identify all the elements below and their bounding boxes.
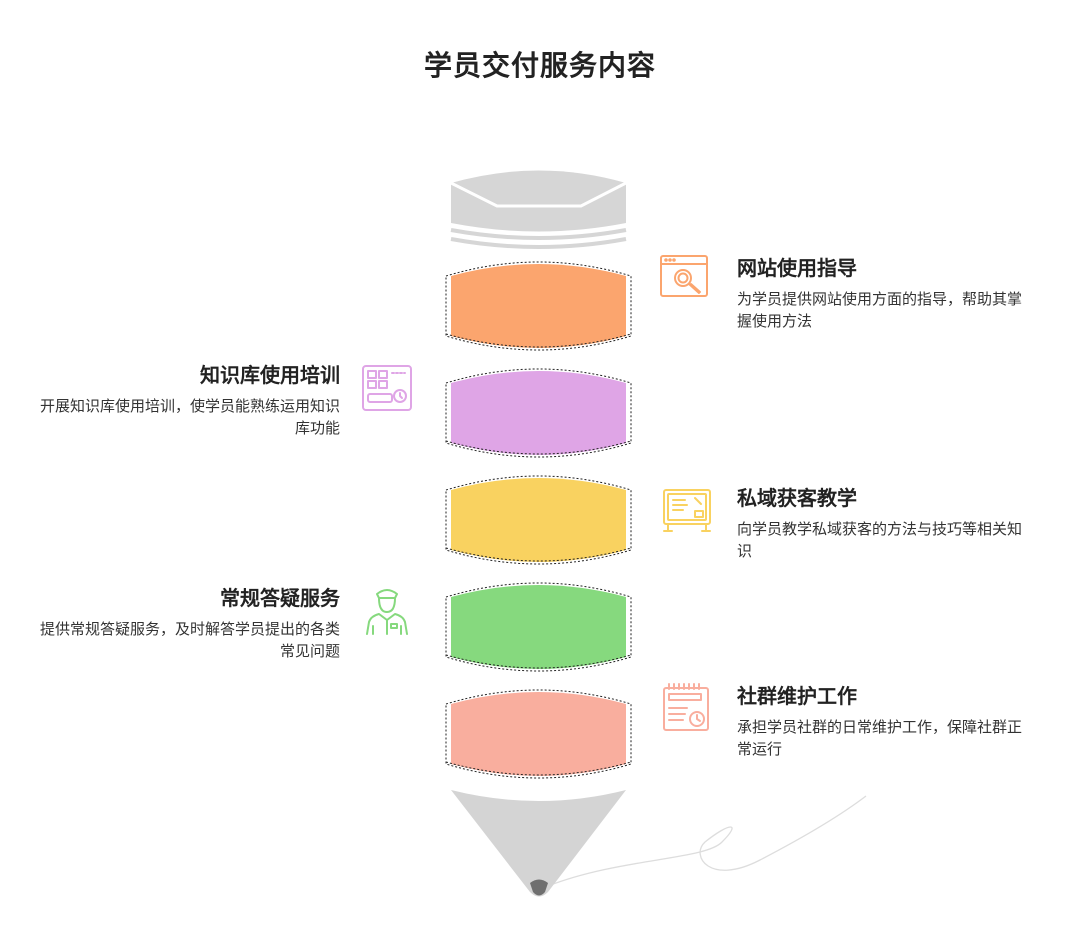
pencil-segment-ring-2 <box>445 440 632 455</box>
pencil-segment-outline-3 <box>445 475 632 565</box>
item-block-knowledge-training: 知识库使用培训 开展知识库使用培训，使学员能熟练运用知识库功能 <box>30 361 340 439</box>
presentation-board-icon <box>659 484 715 540</box>
pencil-segment-ring-4 <box>445 654 632 669</box>
pencil-segment-outline-5 <box>445 689 632 779</box>
pencil-segment-outline-4 <box>445 582 632 672</box>
pencil-segment-1 <box>451 264 626 348</box>
item-title: 网站使用指导 <box>737 256 857 280</box>
website-search-icon <box>657 250 713 306</box>
pencil-segment-ring-3 <box>445 547 632 562</box>
item-description: 承担学员社群的日常维护工作，保障社群正常运行 <box>737 718 1023 758</box>
pencil-segment-3 <box>451 478 626 562</box>
item-block-community-maintenance: 社群维护工作 承担学员社群的日常维护工作，保障社群正常运行 <box>737 682 1047 760</box>
pencil-segment-5 <box>451 692 626 776</box>
item-description: 为学员提供网站使用方面的指导，帮助其掌握使用方法 <box>737 290 1023 330</box>
item-description: 提供常规答疑服务，及时解答学员提出的各类常见问题 <box>39 620 340 660</box>
decorative-swirl-line <box>547 795 867 887</box>
customer-service-person-icon <box>359 582 415 638</box>
pencil-segment-outline-2 <box>445 368 632 458</box>
pencil-segment-ring-1 <box>445 333 632 348</box>
pencil-segment-2 <box>451 371 626 455</box>
page-title: 学员交付服务内容 <box>423 49 656 82</box>
item-description: 向学员教学私域获客的方法与技巧等相关知识 <box>737 520 1023 560</box>
item-block-qa-service: 常规答疑服务 提供常规答疑服务，及时解答学员提出的各类常见问题 <box>30 584 340 662</box>
item-block-website-guidance: 网站使用指导 为学员提供网站使用方面的指导，帮助其掌握使用方法 <box>737 254 1047 332</box>
item-title: 社群维护工作 <box>737 684 857 708</box>
item-title: 知识库使用培训 <box>200 363 340 387</box>
dashboard-calendar-icon <box>359 360 415 416</box>
pencil-segment-ring-5 <box>445 761 632 776</box>
item-title: 私域获客教学 <box>737 486 857 510</box>
pencil-cap <box>450 170 627 249</box>
pencil-tip <box>451 790 626 897</box>
calendar-schedule-icon <box>659 680 715 736</box>
item-description: 开展知识库使用培训，使学员能熟练运用知识库功能 <box>39 397 340 437</box>
item-block-private-traffic-teaching: 私域获客教学 向学员教学私域获客的方法与技巧等相关知识 <box>737 484 1047 562</box>
item-title: 常规答疑服务 <box>220 586 340 610</box>
pencil-segment-4 <box>451 585 626 669</box>
pencil-segment-outline-1 <box>445 261 632 351</box>
